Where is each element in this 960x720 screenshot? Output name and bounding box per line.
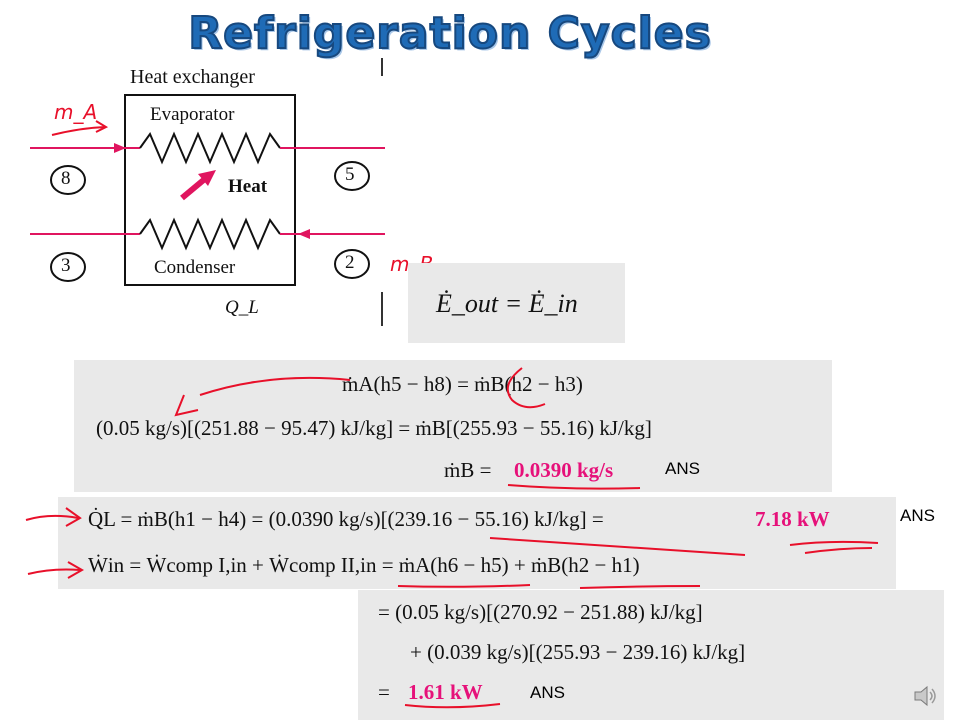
evaporator-label: Evaporator bbox=[150, 104, 235, 125]
mass-balance-eq: ṁA(h5 − h8) = ṁB(h2 − h3) bbox=[342, 372, 583, 396]
ql-label: Q_L bbox=[225, 297, 259, 318]
ans-label-3: ANS bbox=[530, 683, 565, 702]
mass-balance-substituted: (0.05 kg/s)[(251.88 − 95.47) kJ/kg] = ṁB… bbox=[96, 416, 652, 440]
win-result-label: = bbox=[378, 680, 390, 704]
handwritten-ma: m_A bbox=[54, 100, 98, 124]
energy-balance-box: Ė_out = Ė_in bbox=[408, 263, 625, 343]
equation-panel-1: ṁA(h5 − h8) = ṁB(h2 − h3) (0.05 kg/s)[(2… bbox=[74, 360, 832, 492]
heat-label: Heat bbox=[228, 176, 268, 197]
exchanger-box bbox=[124, 94, 296, 286]
condenser-label: Condenser bbox=[154, 257, 236, 278]
divider-top bbox=[381, 58, 383, 76]
heat-exchanger-diagram: Heat exchanger Evaporator Heat Condenser… bbox=[30, 60, 390, 330]
ql-result-value: 7.18 kW bbox=[755, 507, 830, 531]
state-3-label: 3 bbox=[61, 255, 71, 276]
equation-panel-3: = (0.05 kg/s)[(270.92 − 251.88) kJ/kg] +… bbox=[358, 590, 944, 720]
equation-panel-2: Q̇L = ṁB(h1 − h4) = (0.0390 kg/s)[(239.1… bbox=[58, 497, 896, 589]
win-result-value: 1.61 kW bbox=[408, 680, 483, 704]
ql-eq: Q̇L = ṁB(h1 − h4) = (0.0390 kg/s)[(239.1… bbox=[88, 507, 604, 531]
win-substituted-2: + (0.039 kg/s)[(255.93 − 239.16) kJ/kg] bbox=[410, 640, 746, 664]
divider-bottom bbox=[381, 292, 383, 326]
win-substituted-1: = (0.05 kg/s)[(270.92 − 251.88) kJ/kg] bbox=[378, 600, 703, 624]
energy-balance-eq: Ė_out = Ė_in bbox=[436, 289, 578, 318]
state-5-label: 5 bbox=[345, 164, 355, 185]
mb-result-label: ṁB = bbox=[444, 458, 492, 482]
speaker-icon[interactable] bbox=[912, 683, 938, 709]
ans-label-1: ANS bbox=[665, 459, 700, 478]
state-8-label: 8 bbox=[61, 168, 71, 189]
ans-label-2: ANS bbox=[900, 506, 935, 525]
win-eq: Ẇin = Ẇcomp I,in + Ẇcomp II,in = ṁA(h6 −… bbox=[88, 553, 640, 577]
heat-exchanger-label: Heat exchanger bbox=[130, 66, 255, 88]
mb-result-value: 0.0390 kg/s bbox=[514, 458, 614, 482]
state-2-label: 2 bbox=[345, 252, 355, 273]
diagram-svg bbox=[30, 94, 385, 286]
page-title: Refrigeration Cycles bbox=[187, 7, 712, 60]
